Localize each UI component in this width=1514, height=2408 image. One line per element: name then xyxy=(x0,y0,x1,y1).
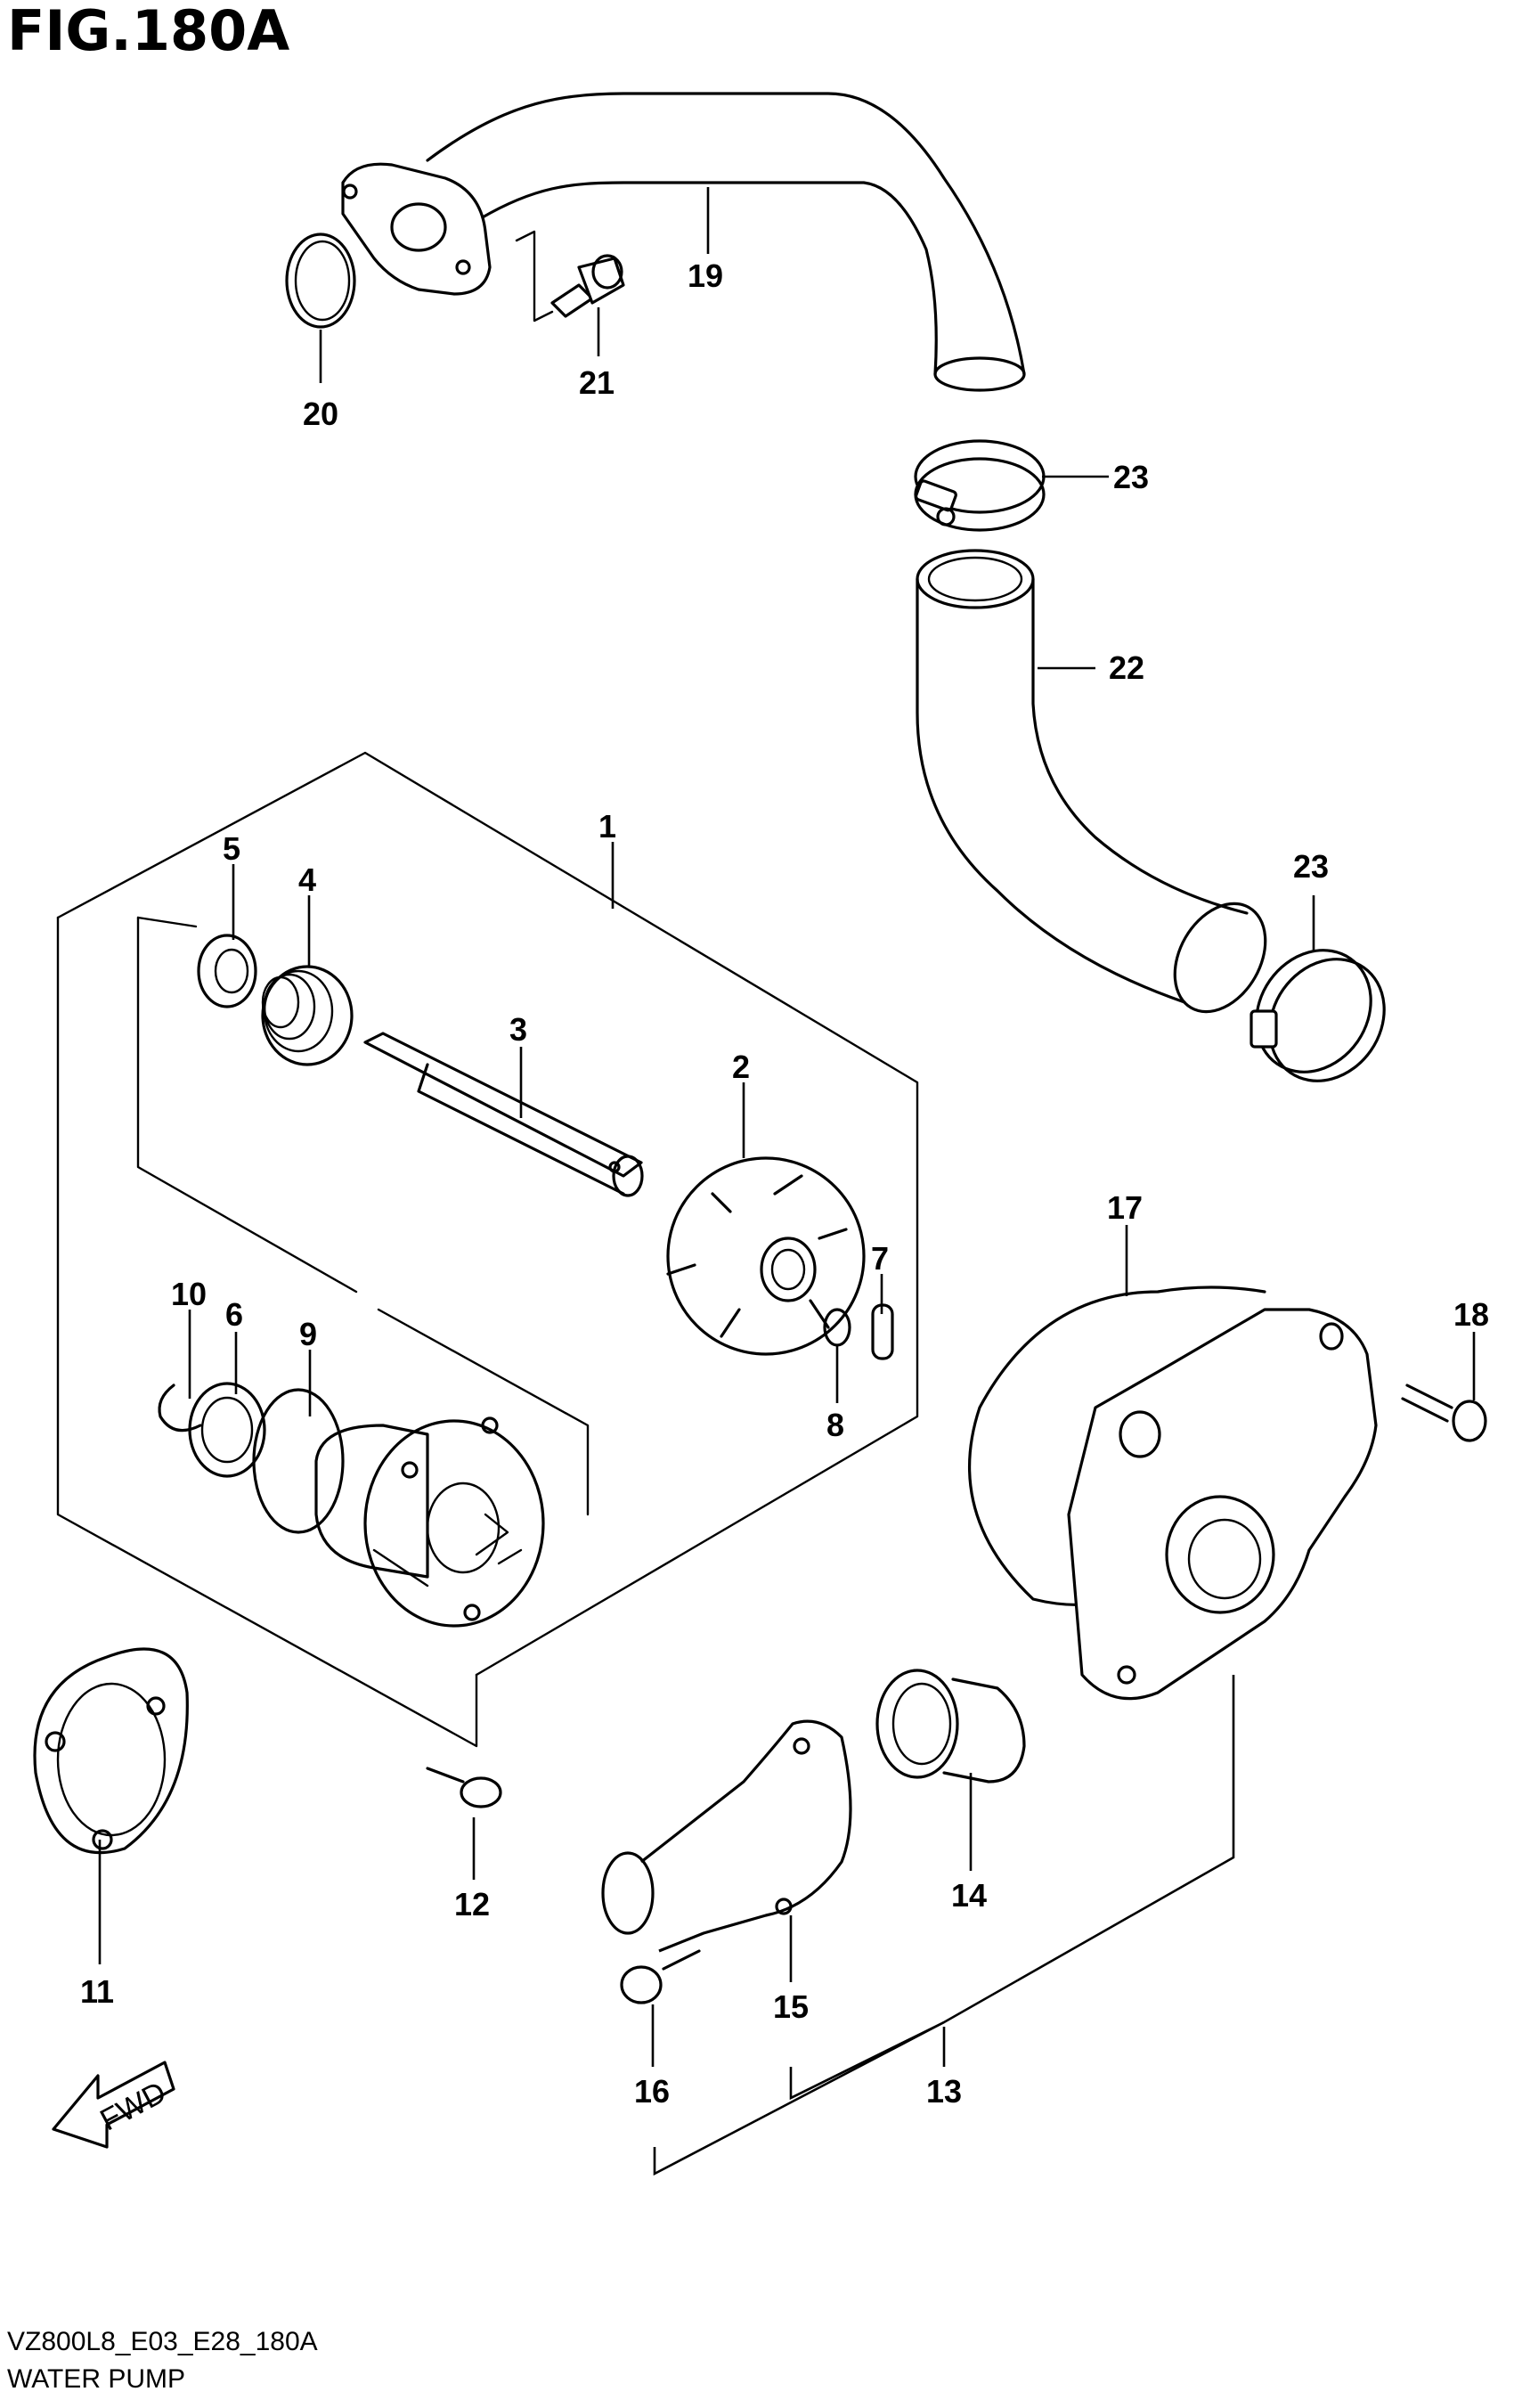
callout-1: 1 xyxy=(598,808,616,845)
callout-8: 8 xyxy=(826,1407,844,1443)
assembly-1-bracket xyxy=(56,751,919,1748)
part-16-screw xyxy=(620,1949,701,2004)
part-20-o-ring xyxy=(285,233,356,329)
callout-9: 9 xyxy=(299,1316,317,1352)
part-18-bolt xyxy=(1401,1384,1487,1442)
part-3-shaft xyxy=(363,1032,644,1197)
figure-name: WATER PUMP xyxy=(7,2364,185,2394)
part-19-pipe xyxy=(426,92,1026,392)
callout-10: 10 xyxy=(171,1276,207,1312)
callout-5: 5 xyxy=(223,830,240,867)
fwd-arrow-icon: FWD xyxy=(52,2061,175,2149)
callout-16: 16 xyxy=(634,2073,670,2110)
callout-18: 18 xyxy=(1453,1296,1489,1333)
figure-title: FIG.180A xyxy=(7,0,289,63)
part-2-impeller xyxy=(666,1156,866,1356)
part-10-circlip xyxy=(158,1384,202,1433)
callout-21: 21 xyxy=(579,364,615,401)
callout-labels: 1 2 3 4 5 6 7 8 9 10 11 12 13 14 15 16 1… xyxy=(80,257,1489,2110)
part-11-gasket xyxy=(33,1647,189,1855)
part-5-seal xyxy=(197,934,257,1008)
part-23-clamp-top xyxy=(914,439,1046,532)
bearing-housing xyxy=(314,1416,545,1628)
callout-22: 22 xyxy=(1109,649,1144,686)
callout-2: 2 xyxy=(732,1049,750,1085)
callout-13: 13 xyxy=(926,2073,962,2110)
part-12-screw xyxy=(426,1767,502,1808)
callout-20: 20 xyxy=(303,396,338,432)
callout-3: 3 xyxy=(509,1011,527,1048)
callout-4: 4 xyxy=(298,861,316,898)
part-14-thermostat xyxy=(875,1669,1026,1784)
callout-19: 19 xyxy=(688,257,723,294)
leader-lines xyxy=(98,187,1476,2176)
callout-15: 15 xyxy=(773,1988,809,2025)
part-21-bolt xyxy=(550,254,625,318)
pump-cover-body xyxy=(1067,1308,1378,1701)
callout-23-top: 23 xyxy=(1113,459,1149,495)
callout-11: 11 xyxy=(80,1973,114,2010)
callout-7: 7 xyxy=(871,1240,889,1277)
callout-14: 14 xyxy=(951,1877,987,1914)
callout-6: 6 xyxy=(225,1296,243,1333)
part-17-gasket xyxy=(968,1286,1266,1607)
part-6-bearing xyxy=(188,1382,266,1478)
callout-17: 17 xyxy=(1107,1189,1143,1226)
part-22-hose xyxy=(916,549,1267,1014)
callout-23-bottom: 23 xyxy=(1293,848,1329,885)
callout-12: 12 xyxy=(454,1886,490,1922)
part-15-thermostat-cap xyxy=(601,1719,852,1953)
part-4-mechanical-seal xyxy=(261,965,354,1066)
part-9-o-ring xyxy=(252,1388,345,1534)
figure-code: VZ800L8_E03_E28_180A xyxy=(7,2327,318,2356)
part-23-clamp-bottom xyxy=(1249,949,1386,1082)
pipe-flange xyxy=(341,162,492,296)
